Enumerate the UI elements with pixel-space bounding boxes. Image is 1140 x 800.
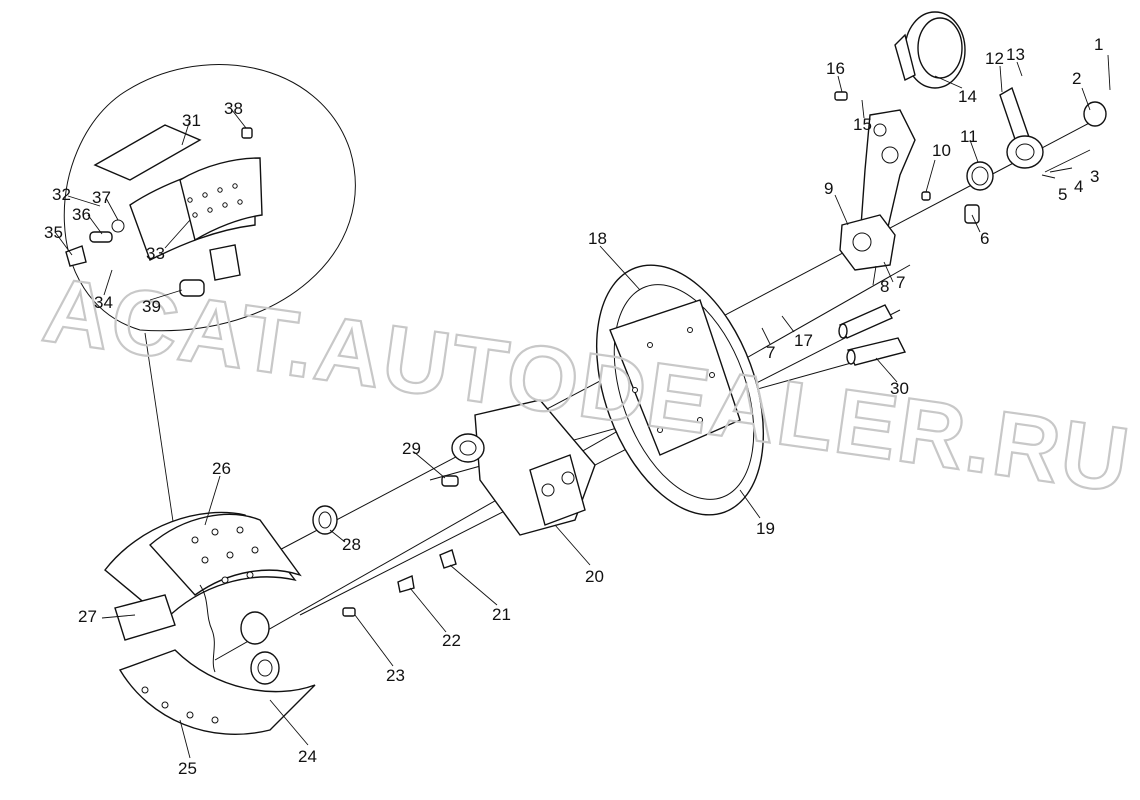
callout-21: 21 [492,605,511,624]
callout-34: 34 [94,293,113,312]
callout-4: 4 [1074,177,1083,196]
callout-17: 17 [794,331,813,350]
callout-20: 20 [585,567,604,586]
callout-32: 32 [52,185,71,204]
callout-11: 11 [960,127,978,146]
callout-29: 29 [402,439,421,458]
callout-numbers: 1 2 3 4 5 6 7 8 9 10 11 12 13 14 15 16 1… [44,35,1103,778]
callout-13: 13 [1006,45,1025,64]
seal-ring [312,505,338,535]
callout-23: 23 [386,666,405,685]
callout-39: 39 [142,297,161,316]
callout-24: 24 [298,747,317,766]
callout-8: 8 [880,277,889,296]
callout-35: 35 [44,223,63,242]
callout-10: 10 [932,141,951,160]
callout-25: 25 [178,759,197,778]
callout-27: 27 [78,607,97,626]
callout-leaders [54,54,1111,759]
callout-9: 9 [824,179,833,198]
callout-7-lower: 7 [766,343,775,362]
callout-6: 6 [980,229,989,248]
brake-chamber-and-bracket [834,11,966,271]
brake-spider [441,399,596,536]
callout-37: 37 [92,188,111,207]
callout-22: 22 [442,631,461,650]
slack-adjuster [964,86,1107,224]
callout-30: 30 [890,379,909,398]
callout-26: 26 [212,459,231,478]
callout-16: 16 [826,59,845,78]
callout-12: 12 [985,49,1004,68]
callout-19: 19 [756,519,775,538]
dust-shield [595,264,765,516]
callout-31: 31 [182,111,201,130]
callout-18: 18 [588,229,607,248]
main-brake-shoes [104,511,316,735]
callout-15: 15 [853,115,872,134]
small-hardware [342,549,457,617]
callout-28: 28 [342,535,361,554]
callout-38: 38 [224,99,243,118]
callout-1: 1 [1094,35,1103,54]
callout-5: 5 [1058,185,1067,204]
inset-brake-shoe [65,124,263,297]
camshaft-bushings [838,304,907,366]
callout-14: 14 [958,87,977,106]
detail-inset-circle [63,64,356,556]
callout-2: 2 [1072,69,1081,88]
callout-7-upper: 7 [896,273,905,292]
callout-33: 33 [146,244,165,263]
callout-3: 3 [1090,167,1099,186]
callout-36: 36 [72,205,91,224]
